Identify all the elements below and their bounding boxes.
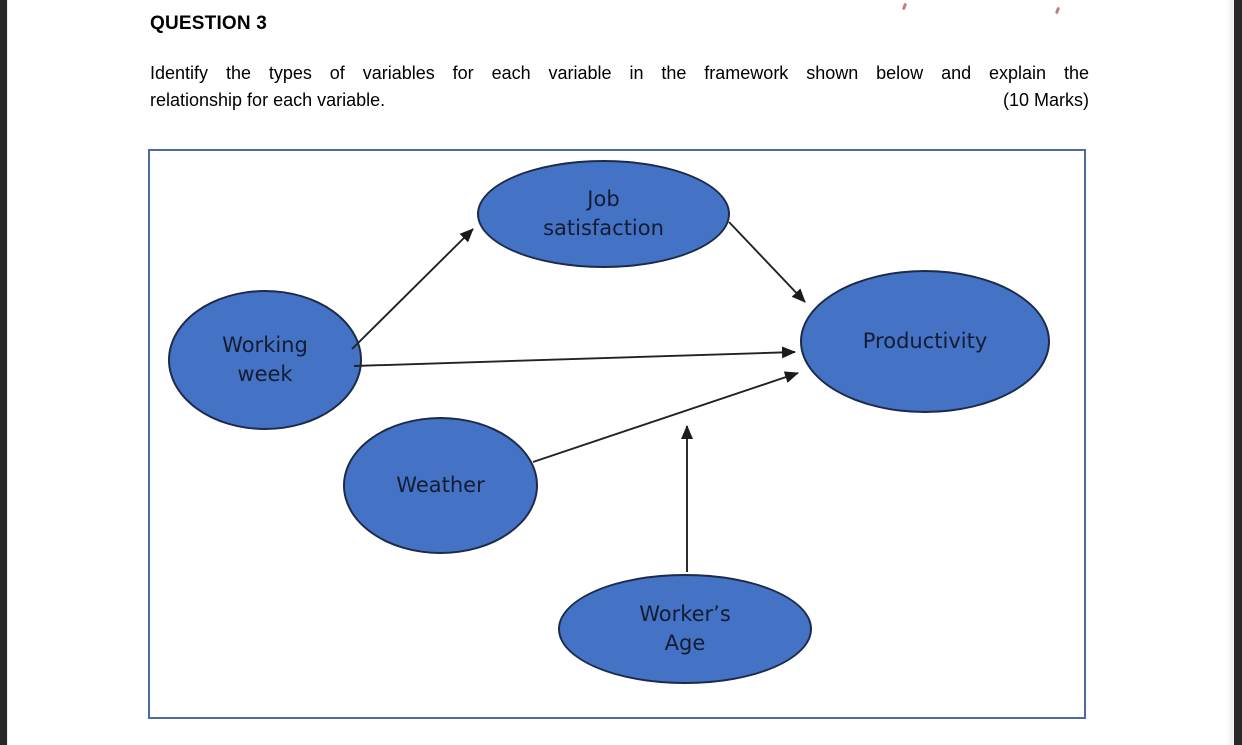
question-heading: QUESTION 3 — [150, 13, 268, 34]
node-weather: Weather — [343, 417, 538, 554]
node-productivity: Productivity — [800, 270, 1050, 413]
node-label-job-satisfaction: Job satisfaction — [543, 187, 664, 240]
node-job-satisfaction: Job satisfaction — [477, 160, 730, 268]
node-workers-age: Worker’s Age — [558, 574, 812, 684]
question-prompt-line2-row: relationship for each variable. (10 Mark… — [150, 90, 1089, 111]
left-page-gutter — [0, 0, 8, 745]
diagram-frame — [148, 149, 1086, 719]
node-label-workers-age: Worker’s Age — [639, 602, 731, 655]
node-label-productivity: Productivity — [862, 329, 988, 353]
question-prompt-line1: Identify the types of variables for each… — [150, 63, 1089, 83]
stray-ink-mark — [1054, 6, 1061, 15]
node-label-weather: Weather — [396, 473, 485, 497]
question-prompt-line2: relationship for each variable. — [150, 90, 386, 110]
marks-label: (10 Marks) — [1002, 90, 1089, 110]
node-working-week: Working week — [168, 290, 362, 430]
right-page-gutter — [1227, 0, 1242, 745]
node-label-working-week: Working week — [222, 333, 308, 386]
stray-ink-mark — [901, 2, 908, 11]
